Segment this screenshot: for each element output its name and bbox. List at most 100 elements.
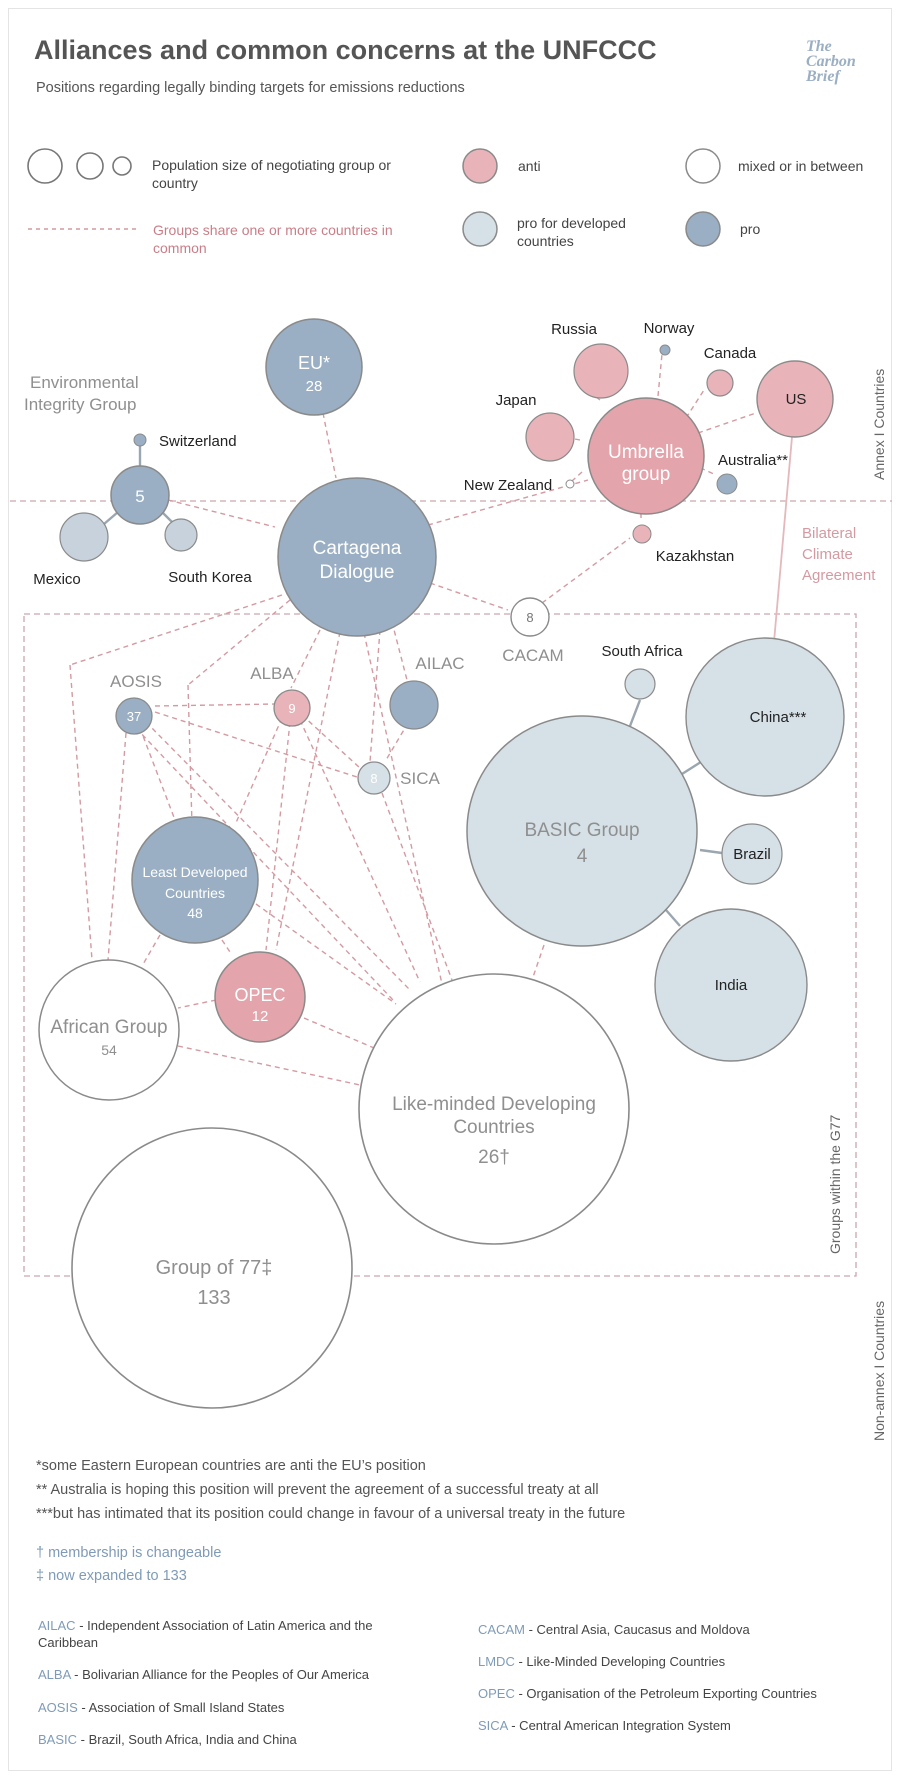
page-subtitle: Positions regarding legally binding targ… <box>36 80 465 96</box>
page-title: Alliances and common concerns at the UNF… <box>34 35 657 65</box>
link-umbrella-canada <box>685 389 705 419</box>
abbr-alba: ALBA - Bolivarian Alliance for the Peopl… <box>38 1667 370 1682</box>
node-south-africa[interactable] <box>624 668 656 700</box>
infographic-frame <box>8 8 892 1771</box>
abbr-sica: SICA - Central American Integration Syst… <box>478 1718 731 1733</box>
node-canada[interactable] <box>706 369 734 397</box>
node-ailac[interactable] <box>389 680 439 730</box>
link-cartagena-lmdc-a <box>363 632 443 985</box>
node-switzerland[interactable] <box>133 433 147 447</box>
abbr-aosis: AOSIS - Association of Small Island Stat… <box>38 1700 285 1715</box>
link-cartagena-sica <box>369 629 381 763</box>
non-annex-side-label: Non-annex I Countries <box>871 1301 887 1441</box>
node-us[interactable] <box>756 360 834 438</box>
node-alba-label: ALBA <box>250 664 294 683</box>
node-mexico[interactable] <box>59 512 109 562</box>
link-basic-brazil <box>699 848 723 855</box>
footnote-1: *some Eastern European countries are ant… <box>36 1458 426 1474</box>
node-cartagena[interactable] <box>277 477 437 637</box>
node-lmdc[interactable] <box>358 973 630 1245</box>
link-basic-india <box>665 909 681 927</box>
abbr-opec: OPEC - Organisation of the Petroleum Exp… <box>478 1686 817 1701</box>
node-russia[interactable] <box>573 343 629 399</box>
node-brazil[interactable] <box>721 823 783 885</box>
node-australia[interactable] <box>716 473 738 495</box>
node-cacam-num: 8 <box>526 610 533 625</box>
link-cartagena-ailac <box>391 621 408 681</box>
link-cartagena-opec <box>275 631 341 951</box>
legend-population-label-2: country <box>152 175 198 191</box>
link-ldc-lmdc <box>255 903 397 1005</box>
link-ldc-opec <box>221 939 233 956</box>
node-g77-label: Group of 77‡ <box>156 1257 273 1279</box>
node-aosis-label: AOSIS <box>110 672 162 691</box>
node-australia-label: Australia** <box>718 452 788 469</box>
node-opec-num: 12 <box>252 1008 269 1025</box>
node-south-korea[interactable] <box>164 518 198 552</box>
node-norway[interactable] <box>659 344 671 356</box>
node-new-zealand[interactable] <box>565 479 575 489</box>
node-sica[interactable] <box>357 761 391 795</box>
link-umbrella-nz <box>571 471 583 482</box>
abbr-ailac-cont: Caribbean <box>38 1635 98 1650</box>
node-cacam[interactable] <box>510 597 550 637</box>
node-new-zealand-label: New Zealand <box>464 477 552 494</box>
node-opec[interactable] <box>214 951 306 1043</box>
logo-line-3: Brief <box>805 68 841 85</box>
node-sica-label: SICA <box>400 769 440 788</box>
g77-groups-box <box>23 613 857 1277</box>
node-cartagena-label-1: Cartagena <box>313 538 402 559</box>
legend-pro-dev-label-1: pro for developed <box>517 215 626 231</box>
node-japan[interactable] <box>525 412 575 462</box>
node-african-label: African Group <box>50 1017 167 1038</box>
node-south-korea-label: South Korea <box>168 569 252 586</box>
link-aosis-african <box>107 732 127 961</box>
node-umbrella-label-2: group <box>622 464 671 485</box>
node-china[interactable] <box>685 637 845 797</box>
node-african-group[interactable] <box>38 959 180 1101</box>
node-aosis[interactable] <box>115 697 153 735</box>
node-alba-num: 9 <box>288 701 295 716</box>
link-eig-mexico <box>103 511 119 525</box>
legend-size-circle-large <box>27 148 63 184</box>
legend-size-circle-small <box>112 156 132 176</box>
node-eig-label-2: Integrity Group <box>24 395 136 414</box>
abbr-basic: BASIC - Brazil, South Africa, India and … <box>38 1732 297 1747</box>
node-sica-num: 8 <box>370 771 377 786</box>
node-african-num: 54 <box>101 1042 117 1058</box>
legend-pro-dev-swatch <box>462 211 498 247</box>
abbr-lmdc: LMDC - Like-Minded Developing Countries <box>478 1654 726 1669</box>
node-eu[interactable] <box>265 318 363 416</box>
node-china-label: China*** <box>750 709 807 726</box>
link-aosis-ldc <box>139 727 176 821</box>
link-eig-cartagena <box>167 499 276 528</box>
logo-line-1: The <box>806 38 832 55</box>
node-eu-num: 28 <box>306 378 323 395</box>
node-umbrella[interactable] <box>587 397 705 515</box>
node-g77[interactable] <box>71 1127 353 1409</box>
node-mexico-label: Mexico <box>33 571 81 588</box>
node-aosis-num: 37 <box>127 709 141 724</box>
link-cartagena-cacam <box>429 582 509 611</box>
node-eig[interactable] <box>110 465 170 525</box>
nodes: EU* 28 Environmental Integrity Group 5 S… <box>24 318 845 1409</box>
node-eig-label-1: Environmental <box>30 373 139 392</box>
node-india[interactable] <box>654 908 808 1062</box>
node-lmdc-label-1: Like-minded Developing <box>392 1094 596 1115</box>
legend-anti-swatch <box>462 148 498 184</box>
node-lmdc-num: 26† <box>478 1147 510 1168</box>
node-alba[interactable] <box>273 689 311 727</box>
node-basic[interactable] <box>466 715 698 947</box>
link-aosis-african-a <box>69 664 93 961</box>
link-basic-southafrica <box>628 699 642 727</box>
abbreviations: AILAC - Independent Association of Latin… <box>38 1618 817 1747</box>
node-ldc[interactable] <box>131 816 259 944</box>
link-alba-opec <box>265 721 291 951</box>
bilateral-line-3: Agreement <box>802 567 876 584</box>
note-changeable: † membership is changeable <box>36 1545 221 1561</box>
node-kazakhstan[interactable] <box>632 524 652 544</box>
link-alba-ldc <box>234 717 283 826</box>
node-eig-num: 5 <box>135 487 144 506</box>
node-ldc-label-2: Countries <box>165 885 225 901</box>
link-eu-cartagena <box>322 412 337 479</box>
